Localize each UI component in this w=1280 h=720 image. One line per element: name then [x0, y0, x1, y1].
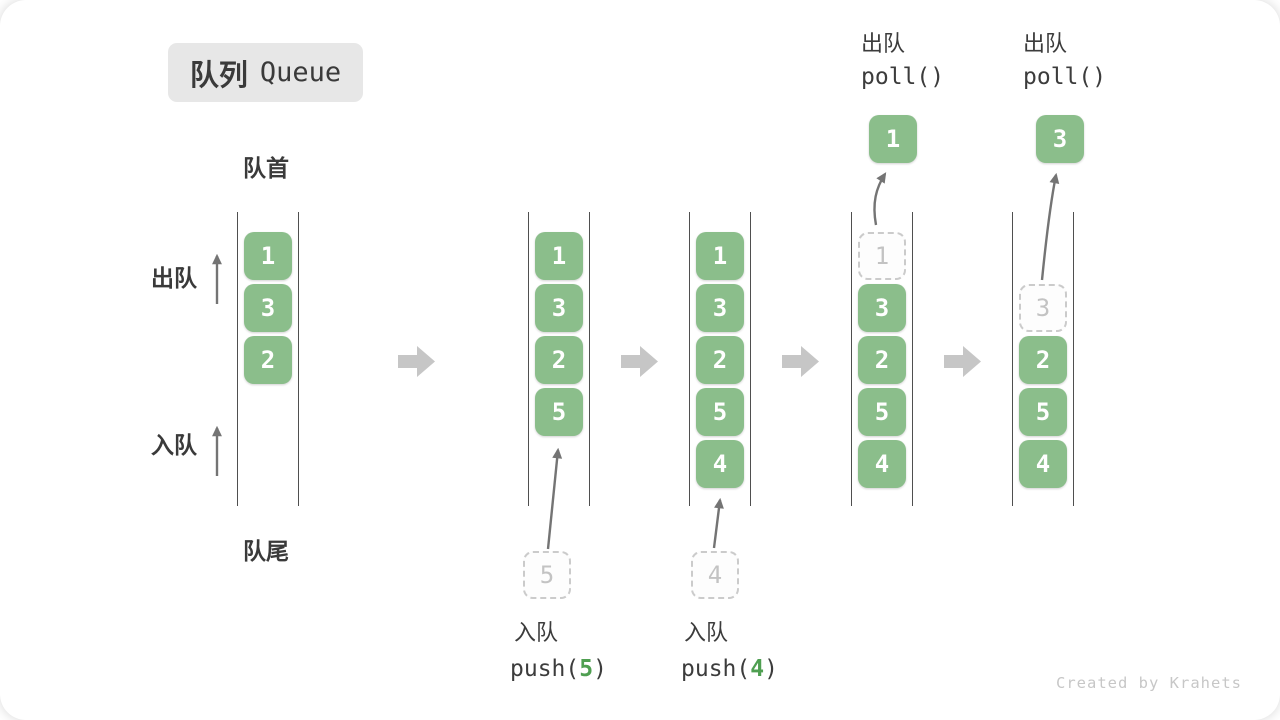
flow-arrow-icon [944, 346, 981, 377]
queue-column-3: 1 3 2 5 4 [689, 212, 751, 506]
push-label-code-2: push(4) [681, 658, 778, 681]
queue-item-removed: 1 [858, 232, 906, 280]
push-arrow-icon-2 [712, 497, 724, 549]
flow-arrow-icon [398, 346, 435, 377]
flow-arrow-icon [782, 346, 819, 377]
queue-item: 4 [1019, 440, 1067, 488]
queue-column-2: 1 3 2 5 [528, 212, 590, 506]
flow-arrow-icon [621, 346, 658, 377]
push-code-pre: push( [510, 656, 580, 682]
queue-item: 3 [535, 284, 583, 332]
poll-label-code-1: poll() [861, 64, 945, 90]
queue-item: 5 [535, 388, 583, 436]
push-ghost-box-2: 4 [691, 551, 739, 599]
queue-item: 3 [244, 284, 292, 332]
push-label-code-1: push(5) [510, 658, 607, 681]
label-dequeue-side: 出队 [151, 265, 197, 291]
queue-item: 5 [858, 388, 906, 436]
poll-label-zh-1: 出队 [861, 31, 906, 56]
push-label-zh-1: 入队 [514, 620, 559, 645]
queue-item: 2 [535, 336, 583, 384]
queue-item: 5 [1019, 388, 1067, 436]
push-ghost-box-1: 5 [523, 551, 571, 599]
push-code-post: ) [764, 656, 778, 682]
label-queue-front: 队首 [243, 155, 289, 181]
queue-item: 1 [535, 232, 583, 280]
queue-item: 1 [696, 232, 744, 280]
push-code-arg: 4 [750, 656, 765, 682]
label-queue-rear: 队尾 [243, 538, 289, 564]
queue-item: 3 [696, 284, 744, 332]
queue-item: 4 [696, 440, 744, 488]
watermark: Created by Krahets [1056, 674, 1242, 692]
queue-column-5: 3 2 5 4 [1012, 212, 1074, 506]
queue-item: 5 [696, 388, 744, 436]
title-badge: 队列 Queue [168, 43, 363, 102]
push-code-arg: 5 [579, 656, 594, 682]
poll-result-box-1: 1 [869, 115, 917, 163]
queue-item-removed: 3 [1019, 284, 1067, 332]
title-zh: 队列 [189, 59, 248, 92]
poll-label-zh-2: 出队 [1023, 31, 1068, 56]
queue-item: 2 [696, 336, 744, 384]
push-code-pre: push( [681, 656, 751, 682]
queue-item: 2 [1019, 336, 1067, 384]
queue-item: 4 [858, 440, 906, 488]
queue-item: 2 [858, 336, 906, 384]
poll-label-code-2: poll() [1023, 64, 1107, 90]
push-label-zh-2: 入队 [684, 620, 729, 645]
poll-result-box-2: 3 [1036, 115, 1084, 163]
title-en: Queue [259, 57, 342, 88]
queue-column-4: 1 3 2 5 4 [851, 212, 913, 506]
label-enqueue-side: 入队 [151, 432, 197, 458]
queue-item: 3 [858, 284, 906, 332]
queue-item: 1 [244, 232, 292, 280]
queue-item: 2 [244, 336, 292, 384]
queue-column-1: 1 3 2 [237, 212, 299, 506]
push-code-post: ) [593, 656, 607, 682]
